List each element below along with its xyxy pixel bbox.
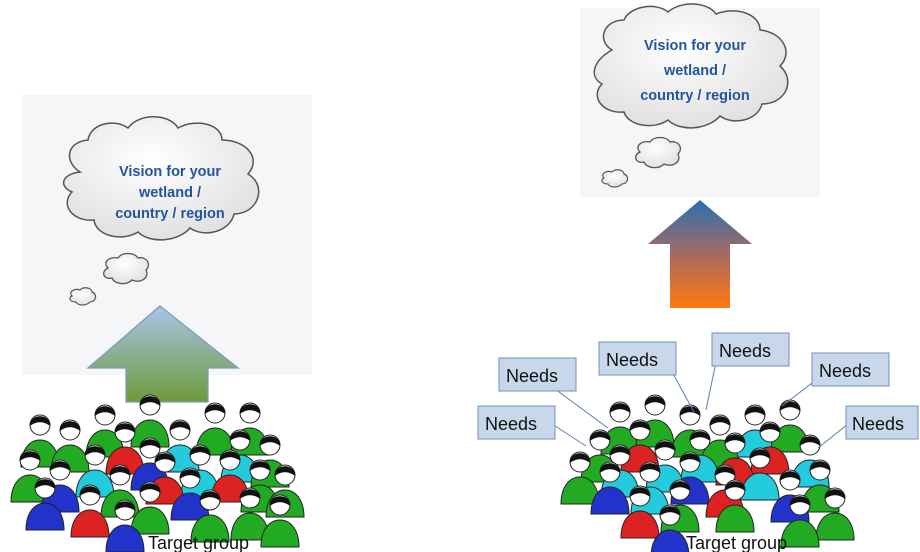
person-icon [715,479,755,533]
person-icon [630,461,670,515]
person-icon [130,481,170,535]
right-thought-bubbles [601,136,682,188]
right-panel: Vision for your wetland / country / regi… [477,3,919,552]
person-icon [25,477,65,531]
needs-label-4: Needs [711,332,790,367]
svg-text:Needs: Needs [506,366,558,386]
right-cloud-line-1: Vision for your [644,38,746,54]
person-icon [105,499,145,552]
right-target-group-crowd [560,394,855,552]
left-thought-bubbles [69,252,150,306]
left-panel: Vision for your wetland / country / regi… [10,95,312,552]
left-cloud-line-2: wetland / [138,185,201,201]
person-icon [130,394,170,448]
left-target-group-label: Target group [148,533,249,552]
needs-label-6: Needs [845,405,919,440]
needs-label-2: Needs [477,405,556,440]
person-icon [190,489,230,543]
left-cloud-line-3: country / region [115,206,225,222]
needs-label-5: Needs [811,352,890,387]
person-icon [260,494,300,548]
person-icon [770,399,810,453]
person-icon [210,449,250,503]
person-icon [620,485,660,539]
person-icon [590,461,630,515]
right-cloud-line-3: country / region [640,88,750,104]
person-icon [70,484,110,538]
svg-text:Needs: Needs [485,414,537,434]
left-up-arrow [86,305,240,403]
svg-text:Needs: Needs [606,350,658,370]
person-icon [560,451,600,505]
left-cloud-line-1: Vision for your [119,164,221,180]
person-icon [600,401,640,455]
needs-label-3: Needs [598,341,677,376]
right-up-arrow [648,200,752,308]
person-icon [170,467,210,521]
right-target-group-label: Target group [686,533,787,552]
svg-text:Needs: Needs [719,341,771,361]
svg-text:Needs: Needs [819,361,871,381]
needs-label-1: Needs [498,357,577,392]
person-icon [740,447,780,501]
needs-callouts: Needs Needs Needs Needs Needs Needs [477,332,919,449]
svg-text:Needs: Needs [852,414,904,434]
left-vision-cloud: Vision for your wetland / country / regi… [62,116,260,241]
left-target-group-crowd [10,394,305,552]
right-vision-cloud: Vision for your wetland / country / regi… [593,3,789,129]
person-icon [780,494,820,548]
right-cloud-line-2: wetland / [663,63,726,79]
person-icon [815,487,855,541]
person-icon [230,487,270,541]
person-icon [650,504,690,552]
